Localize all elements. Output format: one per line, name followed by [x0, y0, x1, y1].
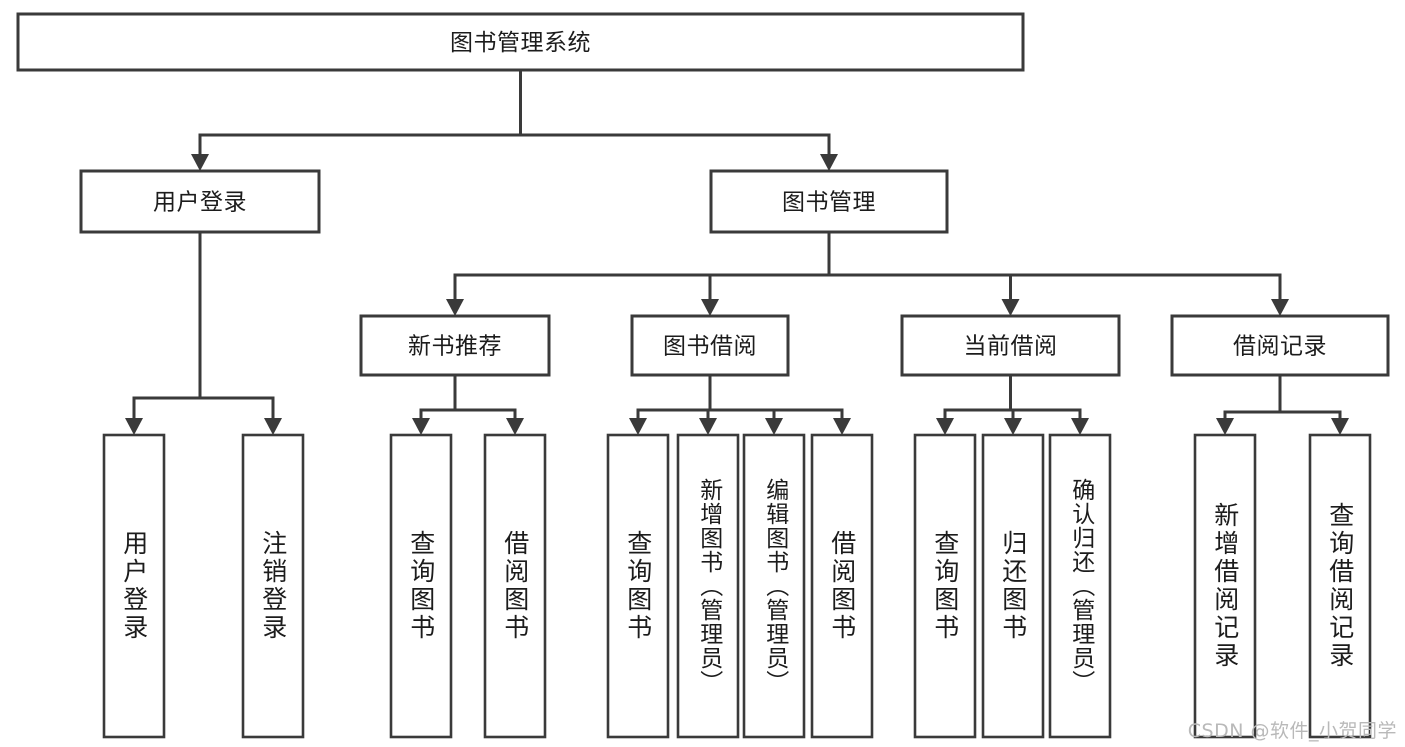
node-box-leaf_6[interactable] [742, 433, 806, 739]
connector-l2_1-to-leaf_6 [708, 375, 783, 435]
connector-l2_1-to-leaf_4 [629, 375, 712, 435]
node-label-l1_1: 图书管理 [782, 190, 876, 216]
node-box-l2_3[interactable] [1170, 314, 1390, 377]
node-box-l2_2[interactable] [900, 314, 1121, 377]
connector-l2_3-to-leaf_11 [1216, 375, 1282, 435]
connector-l1_1-to-l2_1 [701, 232, 831, 316]
connector-l1_0-to-leaf_1 [198, 232, 282, 435]
node-box-l2_1[interactable] [630, 314, 790, 377]
node-box-leaf_12[interactable] [1308, 433, 1372, 739]
connector-root-to-l1_1 [519, 70, 838, 171]
arrow-head-icon [1071, 418, 1089, 435]
arrow-head-icon [191, 154, 209, 171]
node-box-layer [16, 12, 1390, 739]
connector-layer [125, 70, 1349, 435]
node-box-leaf_3[interactable] [483, 433, 547, 739]
node-box-l1_0[interactable] [79, 169, 321, 234]
node-box-leaf_11[interactable] [1193, 433, 1257, 739]
arrow-head-icon [765, 418, 783, 435]
node-label-l2_2: 当前借阅 [964, 334, 1058, 360]
connector-l2_2-to-leaf_10 [1009, 375, 1089, 435]
arrow-head-icon [1001, 299, 1020, 316]
node-label-l2_3: 借阅记录 [1233, 334, 1327, 360]
arrow-head-icon [699, 418, 717, 435]
node-label-l1_0: 用户登录 [153, 190, 247, 216]
connector-l1_1-to-l2_3 [827, 232, 1289, 316]
arrow-head-icon [412, 418, 430, 435]
connector-l2_2-to-leaf_9 [1004, 375, 1022, 435]
node-box-l2_0[interactable] [359, 314, 551, 377]
connector-l2_1-to-leaf_5 [699, 375, 717, 435]
node-label-l2_1: 图书借阅 [663, 334, 757, 360]
node-box-leaf_8[interactable] [913, 433, 977, 739]
node-box-leaf_4[interactable] [606, 433, 670, 739]
arrow-head-icon [1271, 299, 1289, 316]
connector-l1_0-to-leaf_0 [125, 232, 202, 435]
connector-l2_0-to-leaf_2 [412, 375, 457, 435]
arrow-head-icon [1216, 418, 1234, 435]
node-box-root[interactable] [16, 12, 1025, 72]
connector-l2_0-to-leaf_3 [453, 375, 524, 435]
arrow-head-icon [1004, 418, 1022, 435]
node-box-leaf_9[interactable] [981, 433, 1045, 739]
connector-l2_2-to-leaf_8 [936, 375, 1012, 435]
node-box-leaf_2[interactable] [389, 433, 453, 739]
node-label-l2_0: 新书推荐 [408, 334, 502, 360]
arrow-head-icon [125, 418, 143, 435]
arrow-head-icon [629, 418, 647, 435]
connector-l2_3-to-leaf_12 [1278, 375, 1349, 435]
node-box-leaf_1[interactable] [241, 433, 305, 739]
arrow-head-icon [506, 418, 524, 435]
connector-l2_1-to-leaf_7 [708, 375, 851, 435]
arrow-head-icon [833, 418, 851, 435]
node-box-l1_1[interactable] [709, 169, 949, 234]
arrow-head-icon [446, 299, 464, 316]
arrow-head-icon [936, 418, 954, 435]
arrow-head-icon [264, 418, 282, 435]
arrow-head-icon [1331, 418, 1349, 435]
arrow-head-icon [701, 299, 719, 316]
node-box-leaf_7[interactable] [810, 433, 874, 739]
arrow-head-icon [820, 154, 838, 171]
node-box-leaf_0[interactable] [102, 433, 166, 739]
node-box-leaf_10[interactable] [1048, 433, 1112, 739]
connector-root-to-l1_0 [191, 70, 522, 171]
node-box-leaf_5[interactable] [676, 433, 740, 739]
watermark: CSDN @软件_小贺同学 [1187, 720, 1397, 742]
node-label-root: 图书管理系统 [450, 30, 591, 56]
